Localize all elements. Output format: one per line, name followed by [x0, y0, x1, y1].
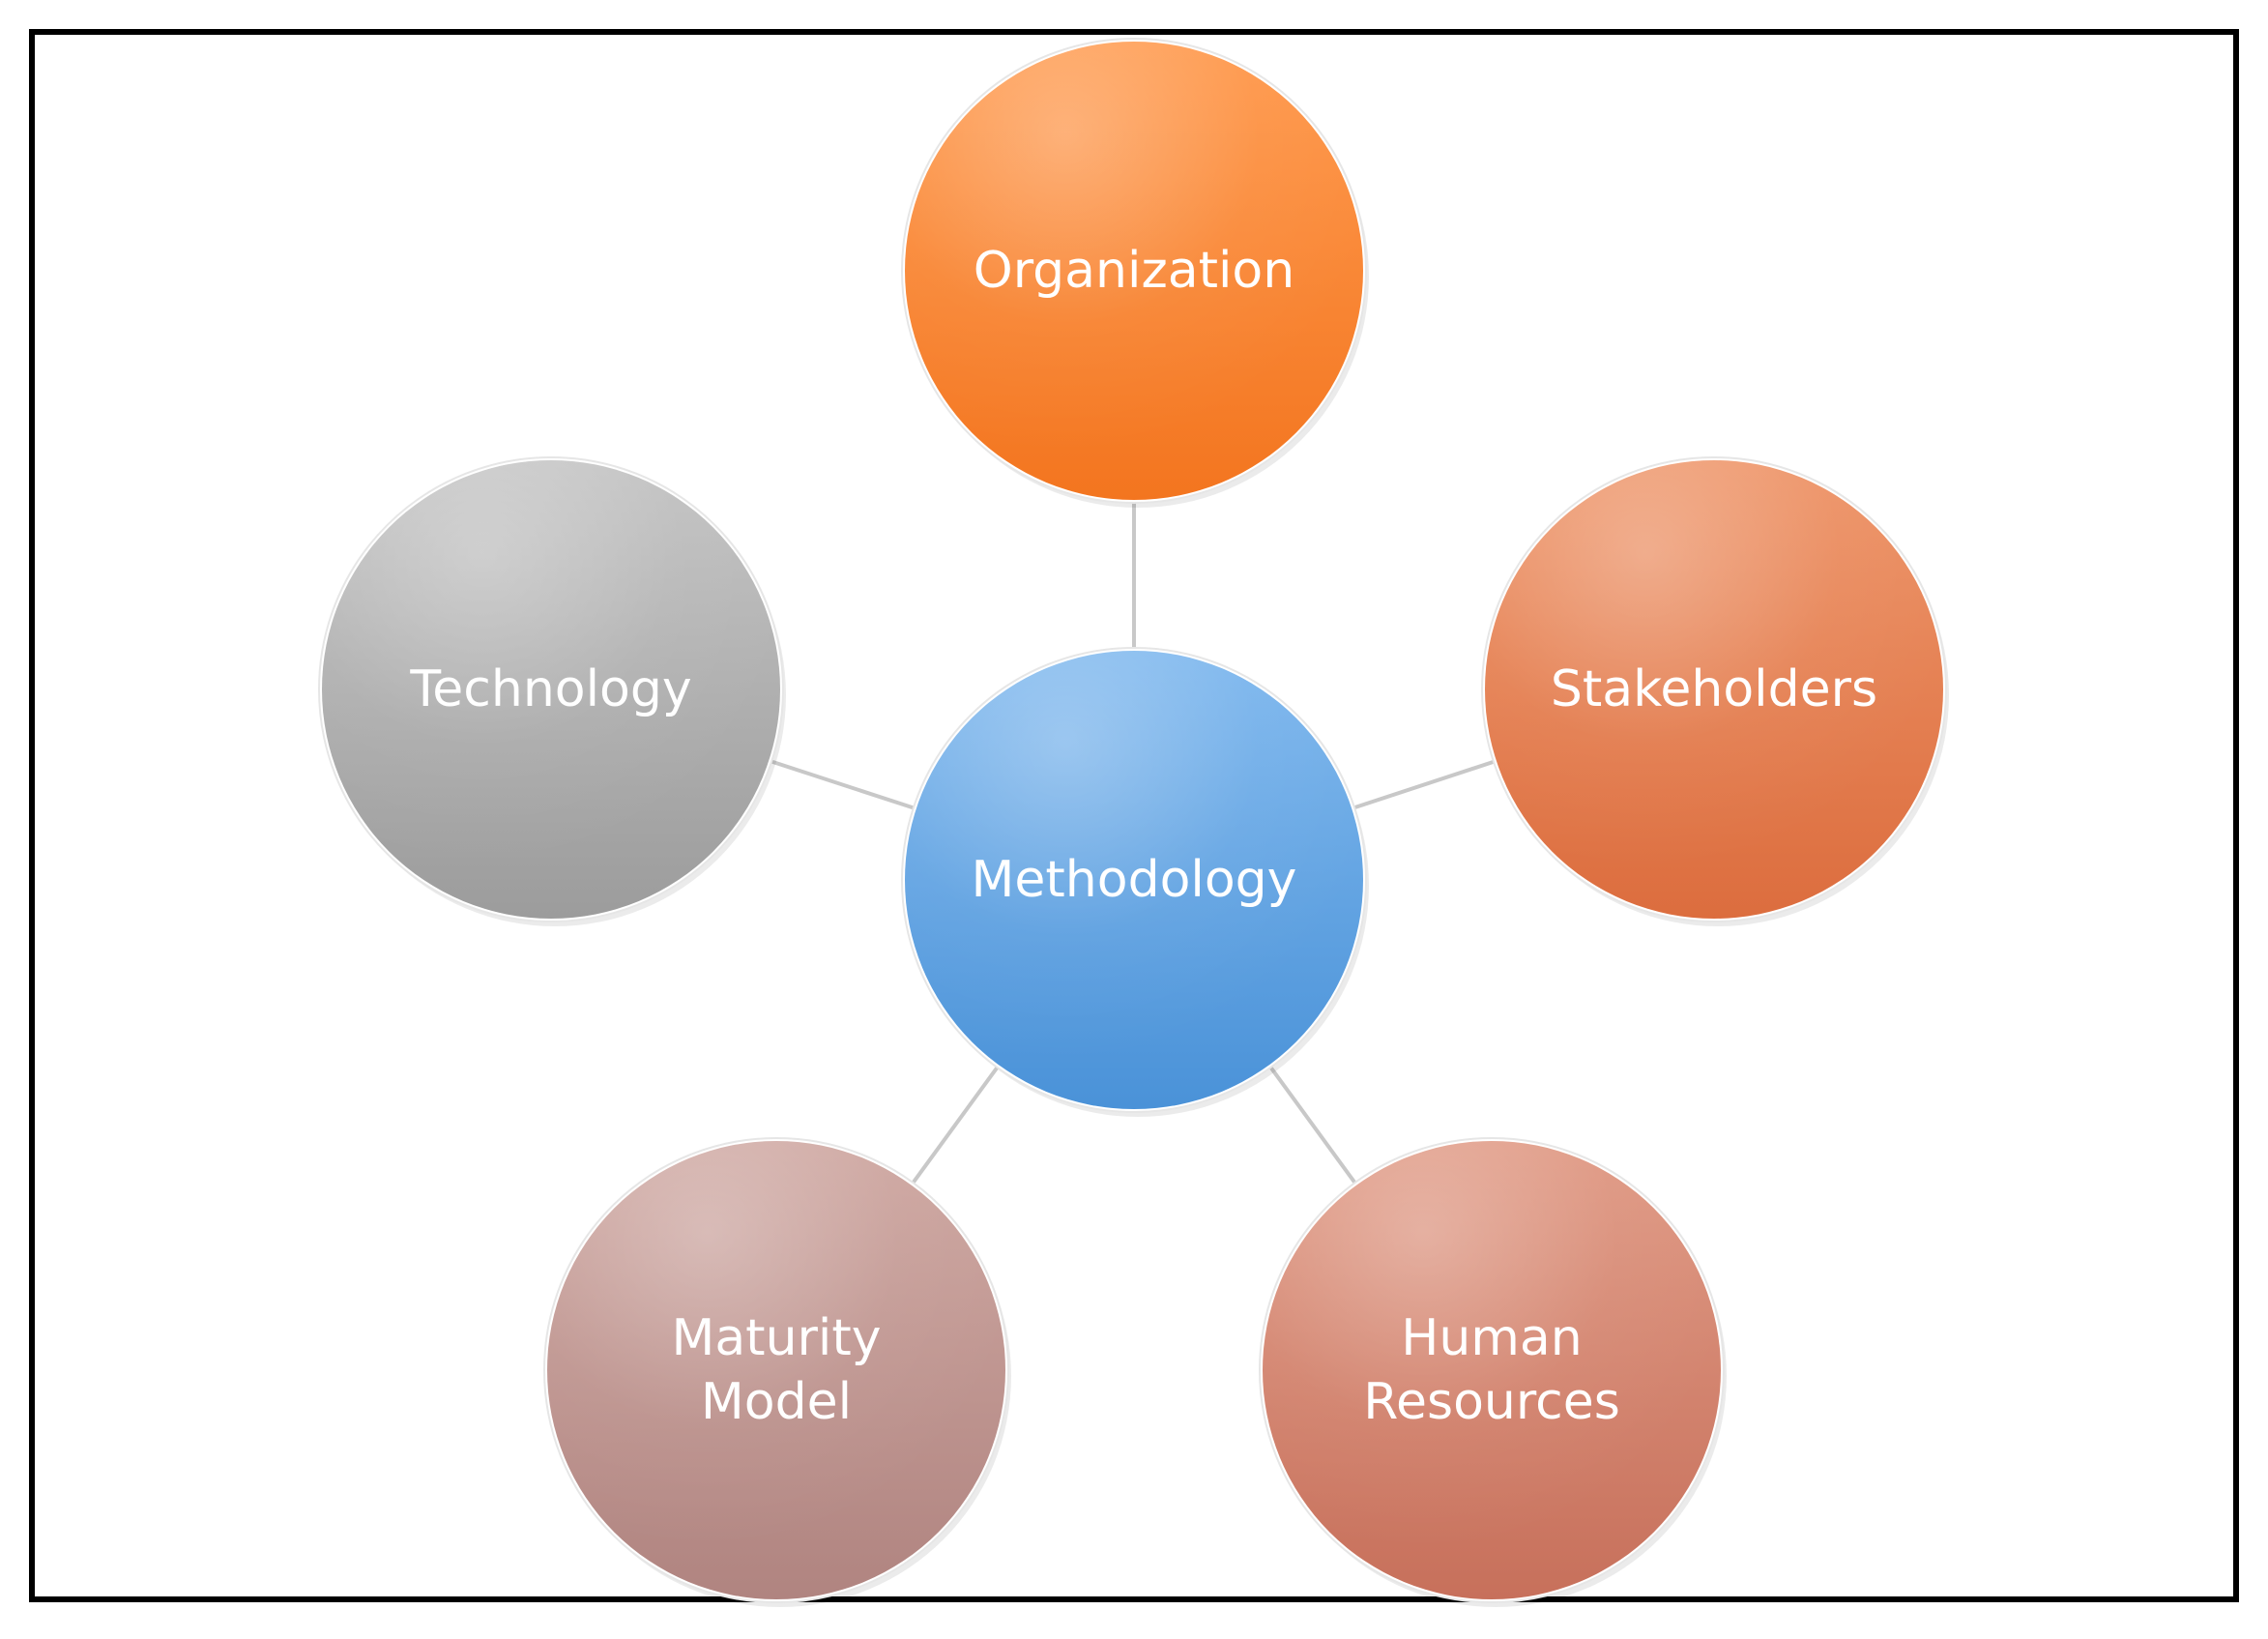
node-label-technology: Technology [409, 660, 691, 718]
connector-human-resources [1267, 1064, 1358, 1186]
connectors [768, 500, 1497, 1186]
node-stakeholders: Stakeholders [1481, 456, 1949, 926]
node-label-human-resources: Human [1401, 1309, 1583, 1367]
connector-technology [768, 758, 917, 811]
node-technology: Technology [318, 456, 786, 926]
node-label-maturity-model: Model [701, 1373, 852, 1431]
node-methodology: Methodology [901, 647, 1369, 1117]
node-label-human-resources: Resources [1363, 1373, 1620, 1431]
connector-maturity-model [910, 1064, 1001, 1186]
node-label-stakeholders: Stakeholders [1551, 660, 1877, 718]
node-organization: Organization [901, 38, 1369, 508]
node-label-maturity-model: Maturity [671, 1309, 881, 1367]
node-label-organization: Organization [974, 242, 1294, 300]
connector-stakeholders [1351, 759, 1497, 810]
node-label-methodology: Methodology [972, 851, 1297, 909]
